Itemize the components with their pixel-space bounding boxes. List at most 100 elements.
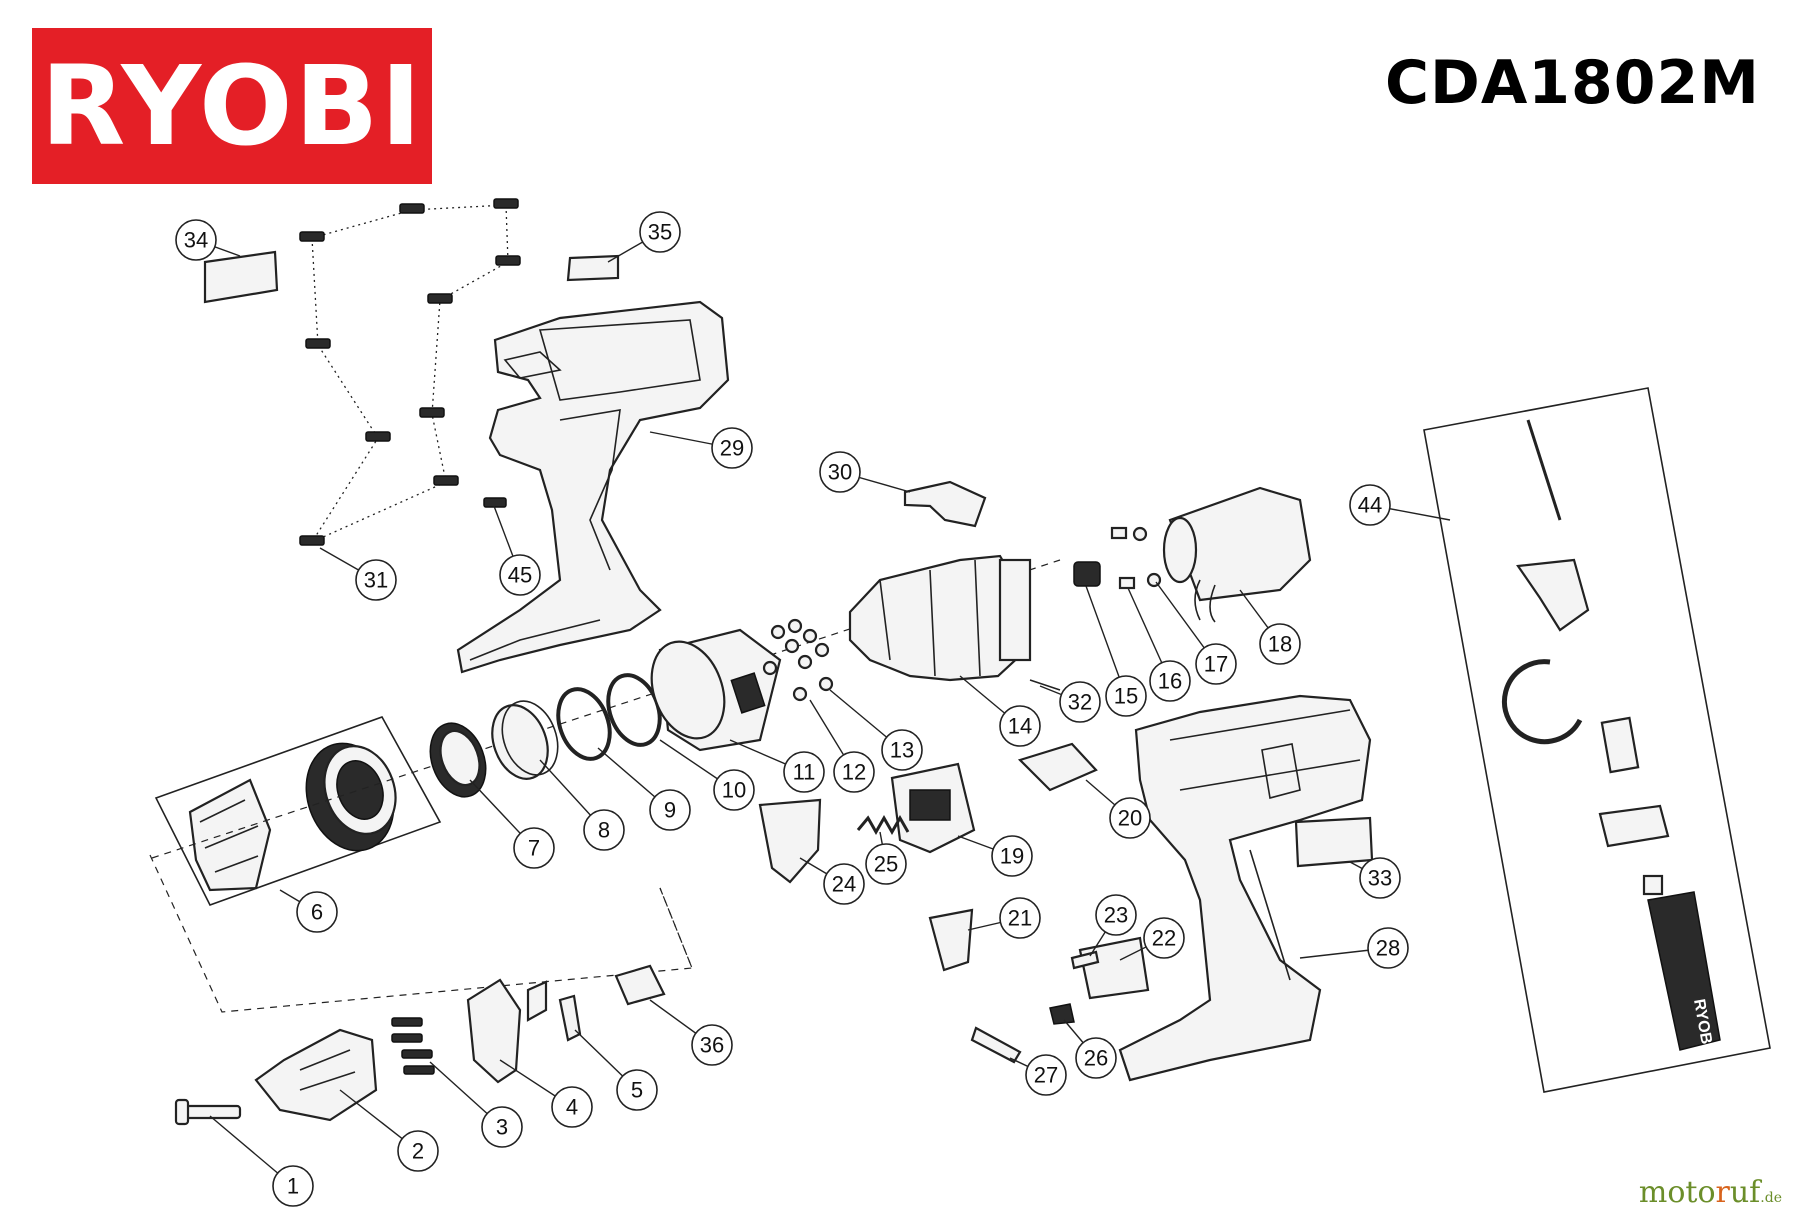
callout-circle: [1105, 675, 1147, 717]
callout-number: 16: [1158, 669, 1182, 694]
model-number: CDA1802M: [1385, 48, 1760, 118]
callout-number: 32: [1068, 690, 1092, 715]
washer-9: [556, 687, 612, 761]
callout-circle: [1075, 1037, 1117, 1079]
callout-circle: [1095, 894, 1137, 936]
callout-28: 28: [1299, 927, 1409, 969]
callout-circle: [1359, 857, 1401, 899]
pad-22: [1078, 936, 1150, 1000]
callout-26: 26: [1063, 1019, 1117, 1079]
callout-25: 25: [865, 831, 907, 885]
callout-22: 22: [1119, 917, 1185, 961]
gear-case-11: [650, 628, 782, 752]
spring-25: [856, 814, 910, 836]
callout-3: 3: [429, 1061, 523, 1148]
callout-8: 8: [539, 759, 625, 851]
callout-number: 18: [1268, 632, 1292, 657]
screw-16: [1110, 526, 1136, 590]
callout-number: 3: [496, 1115, 508, 1140]
callout-circle: [649, 789, 691, 831]
bolt-1: [174, 1098, 242, 1126]
pin-32: [1029, 679, 1061, 691]
callout-36: 36: [649, 999, 733, 1066]
callout-17: 17: [1155, 581, 1237, 685]
callout-19: 19: [957, 835, 1033, 877]
callout-circle: [711, 427, 753, 469]
callout-21: 21: [967, 897, 1041, 939]
callout-circle: [1149, 660, 1191, 702]
callout-circle: [296, 891, 338, 933]
strip-23: [1070, 950, 1100, 970]
callout-number: 34: [184, 228, 208, 253]
callout-number: 11: [793, 760, 816, 785]
label-plate-34: [203, 250, 279, 304]
callout-34: 34: [175, 219, 241, 261]
callout-circle: [999, 705, 1041, 747]
label-plate-33: [1294, 816, 1374, 868]
pinion-15: [1073, 561, 1101, 587]
callout-number: 23: [1104, 903, 1128, 928]
callout-32: 32: [1039, 681, 1101, 723]
housing-left-half: [456, 300, 730, 674]
callout-30: 30: [819, 451, 911, 493]
logo-text: RYOBI: [40, 42, 424, 170]
part-30-clip: [903, 480, 987, 528]
callout-10: 10: [659, 739, 755, 811]
callout-number: 12: [842, 760, 866, 785]
callout-5: 5: [574, 1029, 658, 1111]
part-20: [1017, 742, 1098, 792]
callout-circle: [783, 751, 825, 793]
callout-number: 30: [828, 460, 852, 485]
part-26: [1049, 1003, 1075, 1025]
callout-35: 35: [607, 211, 681, 263]
callout-circle: [1143, 917, 1185, 959]
part-21: [928, 908, 974, 972]
callout-number: 4: [566, 1095, 578, 1120]
callout-number: 1: [287, 1174, 299, 1199]
keyless-chuck-2: [254, 1028, 378, 1122]
callout-circle: [1367, 927, 1409, 969]
bit-box: [149, 854, 693, 1013]
screws-3: [391, 1017, 435, 1075]
callout-circle: [999, 897, 1041, 939]
plate-4: [466, 978, 522, 1084]
callout-45: 45: [493, 505, 541, 596]
callout-circle: [833, 751, 875, 793]
callout-number: 36: [700, 1033, 724, 1058]
callout-circle: [1059, 681, 1101, 723]
clip-5: [526, 980, 582, 1042]
callout-31: 31: [319, 547, 397, 601]
callout-number: 15: [1114, 684, 1138, 709]
bit-27: [970, 1026, 1022, 1064]
callout-number: 33: [1368, 866, 1392, 891]
callout-number: 22: [1152, 926, 1176, 951]
callout-4: 4: [499, 1059, 593, 1128]
callout-15: 15: [1085, 585, 1147, 717]
callout-16: 16: [1127, 587, 1191, 702]
callout-circle: [175, 219, 217, 261]
callout-circle: [272, 1165, 314, 1207]
callout-circle: [819, 451, 861, 493]
callout-number: 8: [598, 818, 610, 843]
callout-circle: [1109, 797, 1151, 839]
callout-number: 9: [664, 798, 676, 823]
callout-circle: [397, 1130, 439, 1172]
washer-17: [1132, 526, 1162, 588]
callout-number: 13: [890, 738, 914, 763]
callout-circle: [616, 1069, 658, 1111]
callout-number: 20: [1118, 806, 1142, 831]
callout-circle: [1025, 1054, 1067, 1096]
callout-7: 7: [469, 779, 555, 869]
callout-24: 24: [799, 857, 865, 905]
callout-circle: [713, 769, 755, 811]
callout-2: 2: [339, 1089, 439, 1172]
callout-number: 7: [528, 836, 540, 861]
motoruf-watermark: motoruf.de: [1639, 1175, 1782, 1210]
callout-44: 44: [1349, 484, 1451, 526]
callout-12: 12: [809, 699, 875, 793]
callout-number: 2: [412, 1139, 424, 1164]
callout-circle: [991, 835, 1033, 877]
callout-circle: [639, 211, 681, 253]
